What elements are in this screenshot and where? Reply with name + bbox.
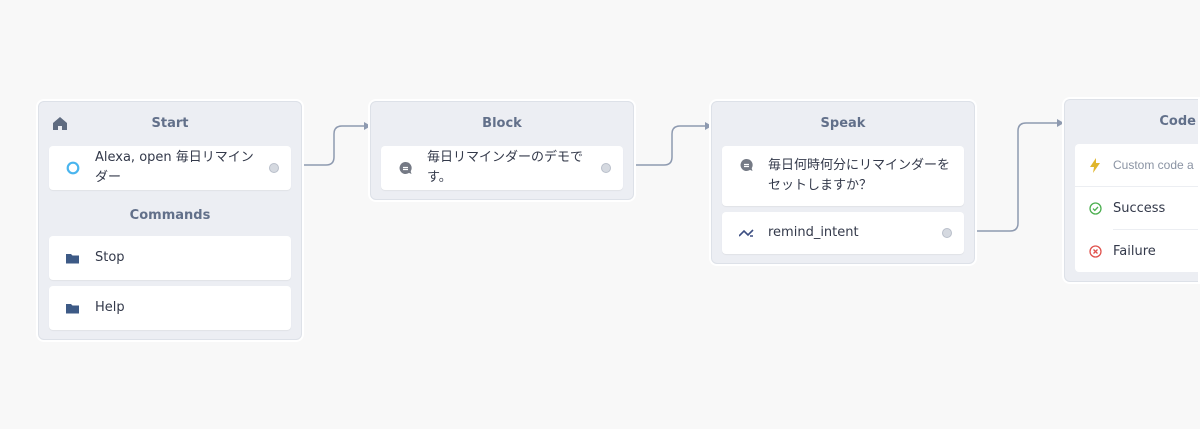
success-label: Success <box>1113 200 1166 216</box>
speech-bubble-icon <box>397 161 413 176</box>
speech-bubble-icon <box>738 158 754 173</box>
block-block[interactable]: Block 毎日リマインダーのデモです。 <box>370 101 634 200</box>
launch-step[interactable]: Alexa, open 毎日リマインダー <box>49 146 291 190</box>
lightning-icon <box>1087 157 1103 173</box>
link-start-to-block <box>292 125 365 166</box>
output-port[interactable] <box>942 228 952 238</box>
folder-icon <box>65 253 81 264</box>
start-title: Start <box>151 116 189 131</box>
speak-block[interactable]: Speak 毎日何時何分にリマインダーをセットしますか？ remind_inte… <box>711 101 975 264</box>
home-icon <box>53 117 67 130</box>
block-title: Block <box>482 116 522 131</box>
launch-text: Alexa, open 毎日リマインダー <box>95 150 254 185</box>
start-block[interactable]: Start Alexa, open 毎日リマインダー Commands Stop… <box>38 101 302 340</box>
command-label: Stop <box>95 250 125 265</box>
commands-title: Commands <box>129 208 211 223</box>
speak-text: 毎日リマインダーのデモです。 <box>427 150 584 185</box>
code-block[interactable]: Code Custom code a Success Failure <box>1064 99 1198 282</box>
command-help[interactable]: Help <box>49 286 291 330</box>
custom-code-row[interactable]: Custom code a <box>1075 144 1198 187</box>
link-block-to-speak <box>623 125 706 166</box>
intent-step[interactable]: remind_intent <box>722 212 964 254</box>
speak-step[interactable]: 毎日リマインダーのデモです。 <box>381 146 623 190</box>
failure-label: Failure <box>1113 243 1156 259</box>
shuffle-icon <box>738 228 754 238</box>
code-title: Code <box>1159 114 1196 129</box>
failure-path[interactable]: Failure <box>1075 230 1198 272</box>
speak-step[interactable]: 毎日何時何分にリマインダーをセットしますか？ <box>722 146 964 206</box>
code-step[interactable]: Custom code a Success Failure <box>1075 144 1198 272</box>
speak-title: Speak <box>820 116 866 131</box>
check-circle-icon <box>1087 201 1103 215</box>
intent-text: remind_intent <box>768 225 859 240</box>
output-port[interactable] <box>269 163 279 173</box>
link-speak-to-code <box>965 122 1058 232</box>
success-path[interactable]: Success <box>1075 187 1198 229</box>
folder-icon <box>65 303 81 314</box>
custom-code-text: Custom code a <box>1113 158 1194 172</box>
command-label: Help <box>95 300 125 315</box>
output-port[interactable] <box>601 163 611 173</box>
arrow-head <box>364 122 371 130</box>
arrow-head <box>705 122 712 130</box>
alexa-ring-icon <box>65 161 81 175</box>
command-stop[interactable]: Stop <box>49 236 291 280</box>
x-circle-icon <box>1087 244 1103 258</box>
speak-text: 毎日何時何分にリマインダーをセットしますか？ <box>768 158 951 193</box>
arrow-head <box>1057 119 1064 127</box>
start-title-bar: Start <box>39 102 301 146</box>
